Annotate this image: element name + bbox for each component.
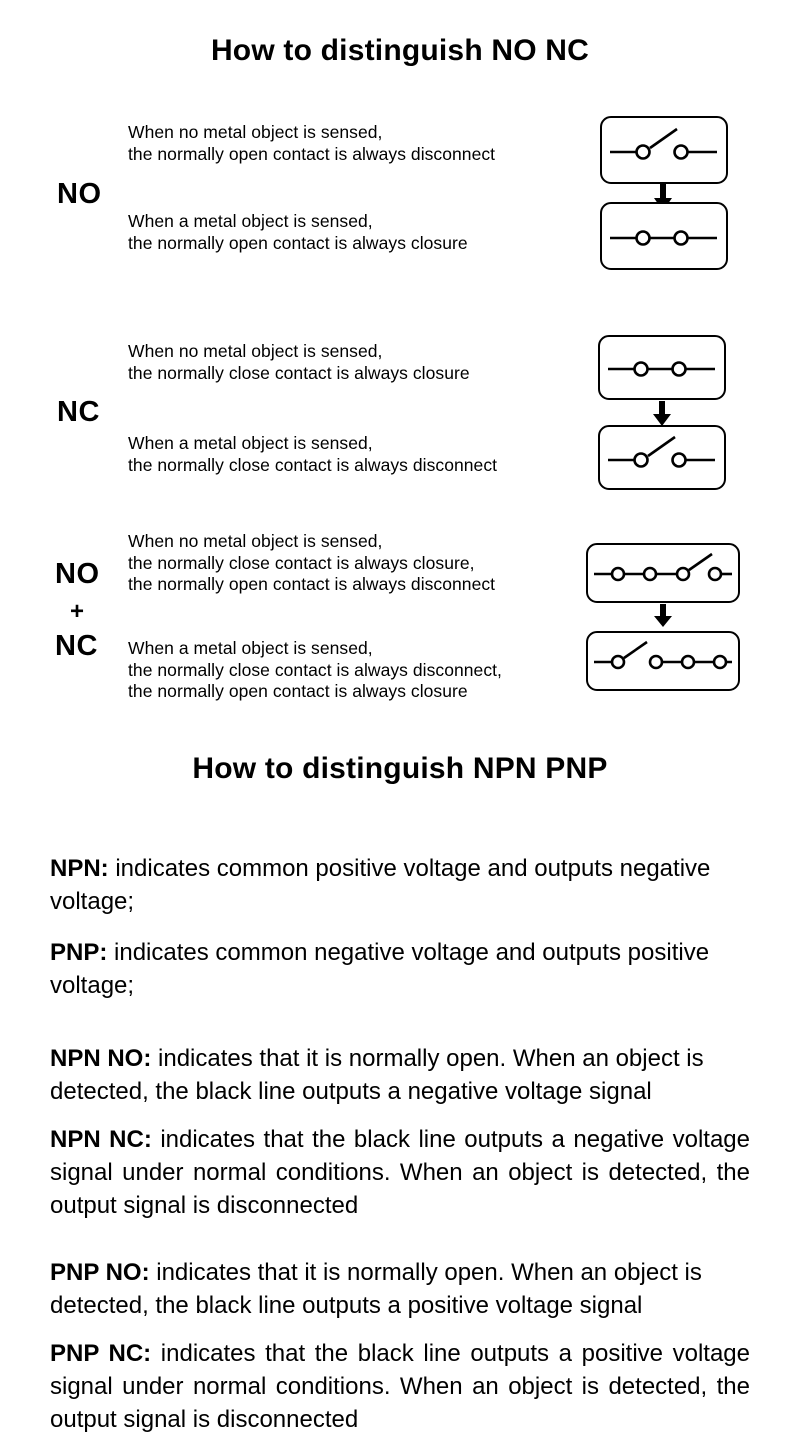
diagram-nc-closed: [598, 335, 726, 400]
diagram-no-open: [600, 116, 728, 184]
page-title-npn-pnp: How to distinguish NPN PNP: [192, 752, 608, 785]
paragraph-pnp-definition: PNP: indicates common negative voltage a…: [50, 936, 750, 1002]
switch-symbol-4-terminal-open-closed-closed: [594, 640, 732, 670]
switch-symbol-4-terminal-closed-closed-open: [594, 552, 732, 582]
description-line: the normally open contact is always clos…: [128, 232, 468, 253]
term-body: indicates common positive voltage and ou…: [50, 855, 711, 915]
diagram-nonc-sensed: [586, 631, 740, 691]
diagram-nonc-unsensed: [586, 543, 740, 603]
switch-symbol-open-2-terminal: [608, 435, 715, 468]
group-label-no: NO: [57, 178, 102, 210]
description-line: When a metal object is sensed,: [128, 211, 373, 231]
group-label-plus: +: [70, 598, 85, 625]
description-line: When no metal object is sensed,: [128, 531, 383, 551]
term-label: PNP:: [50, 939, 108, 966]
term-body: indicates that it is normally open. When…: [50, 1259, 702, 1319]
down-arrow-glyph: [654, 604, 672, 627]
paragraph-pnp-no: PNP NO: indicates that it is normally op…: [50, 1256, 750, 1322]
description-line: When a metal object is sensed,: [128, 433, 373, 453]
term-label: NPN NO:: [50, 1045, 152, 1072]
term-body: indicates common negative voltage and ou…: [50, 939, 710, 999]
group-label-no-combo: NO: [55, 558, 100, 590]
diagram-no-closed: [600, 202, 728, 270]
description-nc-unsensed: When no metal object is sensed, the norm…: [128, 341, 470, 384]
term-label: PNP NO:: [50, 1259, 150, 1286]
diagram-nc-open: [598, 425, 726, 490]
term-body: indicates that the black line outputs a …: [50, 1126, 750, 1219]
description-nc-sensed: When a metal object is sensed, the norma…: [128, 433, 497, 476]
description-line: the normally close contact is always dis…: [128, 659, 502, 680]
description-nonc-sensed: When a metal object is sensed, the norma…: [128, 638, 502, 703]
description-line: the normally open contact is always disc…: [128, 143, 496, 164]
description-line: When a metal object is sensed,: [128, 638, 373, 658]
description-line: the normally close contact is always clo…: [128, 362, 470, 383]
switch-symbol-open-2-terminal: [610, 127, 717, 160]
group-label-nc-combo: NC: [55, 630, 98, 662]
switch-symbol-closed-2-terminal: [608, 361, 715, 377]
switch-symbol-closed-2-terminal: [610, 230, 717, 246]
description-line: When no metal object is sensed,: [128, 122, 383, 142]
group-label-nc: NC: [57, 396, 100, 428]
down-arrow-glyph: [653, 401, 671, 426]
paragraph-npn-no: NPN NO: indicates that it is normally op…: [50, 1042, 750, 1108]
term-body: indicates that it is normally open. When…: [50, 1045, 704, 1105]
down-arrow-icon: [653, 604, 673, 633]
description-no-unsensed: When no metal object is sensed, the norm…: [128, 122, 495, 165]
description-line: the normally close contact is always dis…: [128, 454, 498, 475]
term-label: PNP NC:: [50, 1340, 152, 1367]
description-nonc-unsensed: When no metal object is sensed, the norm…: [128, 531, 495, 596]
page-title-no-nc: How to distinguish NO NC: [210, 34, 590, 67]
description-line: the normally open contact is always clos…: [128, 681, 468, 701]
paragraph-npn-definition: NPN: indicates common positive voltage a…: [50, 852, 750, 918]
description-line: the normally open contact is always disc…: [128, 574, 496, 594]
description-no-sensed: When a metal object is sensed, the norma…: [128, 211, 468, 254]
paragraph-npn-nc: NPN NC: indicates that the black line ou…: [50, 1123, 750, 1222]
down-arrow-icon: [652, 401, 672, 432]
term-body: indicates that the black line outputs a …: [50, 1340, 750, 1433]
term-label: NPN:: [50, 855, 109, 882]
description-line: When no metal object is sensed,: [128, 341, 383, 361]
term-label: NPN NC:: [50, 1126, 152, 1153]
paragraph-pnp-nc: PNP NC: indicates that the black line ou…: [50, 1337, 750, 1436]
description-line: the normally close contact is always clo…: [128, 552, 475, 573]
